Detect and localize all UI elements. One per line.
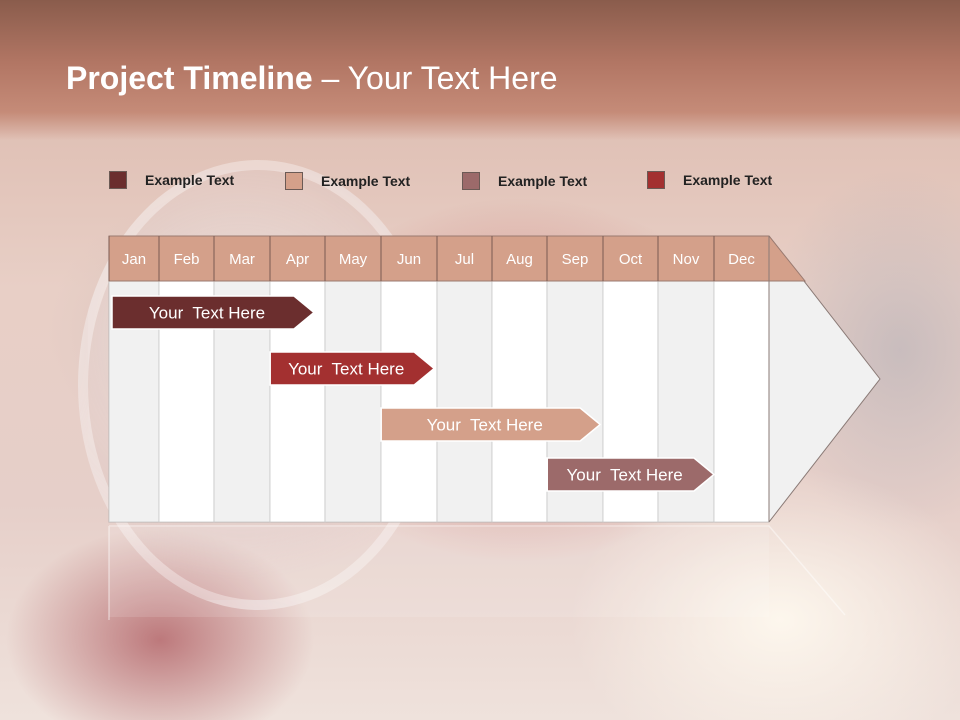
slide-title: Project Timeline – Your Text Here	[66, 60, 558, 97]
timeline-bar	[111, 295, 316, 330]
legend-item-1: Example Text	[109, 170, 234, 190]
legend-label-1: Example Text	[145, 172, 235, 188]
month-label: Dec	[728, 251, 755, 268]
timeline-bar-label: Your Text Here	[149, 304, 265, 323]
month-label: Nov	[673, 251, 700, 268]
month-label: Jun	[397, 251, 421, 268]
month-label: Apr	[286, 251, 309, 268]
month-label: Sep	[562, 251, 589, 268]
timeline-bar	[380, 407, 602, 442]
timeline-reflection-fill	[109, 527, 769, 617]
legend-item-3: Example Text	[462, 171, 587, 191]
timeline-column	[324, 280, 382, 523]
title-bold: Project Timeline	[66, 60, 313, 96]
timeline-bar-label: Your Text Here	[567, 466, 683, 485]
legend-swatch-4	[647, 171, 665, 189]
legend-label-2: Example Text	[321, 173, 411, 189]
legend-swatch-2	[285, 172, 303, 190]
legend-label-3: Example Text	[498, 173, 588, 189]
month-label: Jul	[455, 251, 474, 268]
timeline-column	[380, 280, 438, 523]
header-band	[0, 0, 960, 140]
timeline-column	[713, 280, 770, 523]
title-rest: – Your Text Here	[312, 60, 558, 96]
legend-swatch-3	[462, 172, 480, 190]
legend-label-4: Example Text	[683, 172, 773, 188]
month-label: Oct	[619, 251, 643, 268]
month-label: Jan	[122, 251, 146, 268]
timeline-column	[436, 280, 493, 523]
month-label: May	[339, 251, 368, 268]
timeline-column	[491, 280, 548, 523]
timeline-reflection	[108, 525, 846, 620]
timeline-bar-label: Your Text Here	[427, 416, 543, 435]
legend-swatch-1	[109, 171, 127, 189]
timeline-bar	[269, 351, 436, 386]
month-label: Feb	[174, 251, 200, 268]
month-label: Mar	[229, 251, 255, 268]
month-label: Aug	[506, 251, 533, 268]
legend-item-2: Example Text	[285, 171, 410, 191]
timeline-bar	[546, 457, 716, 492]
timeline-bar-label: Your Text Here	[288, 360, 404, 379]
legend-item-4: Example Text	[647, 170, 772, 190]
